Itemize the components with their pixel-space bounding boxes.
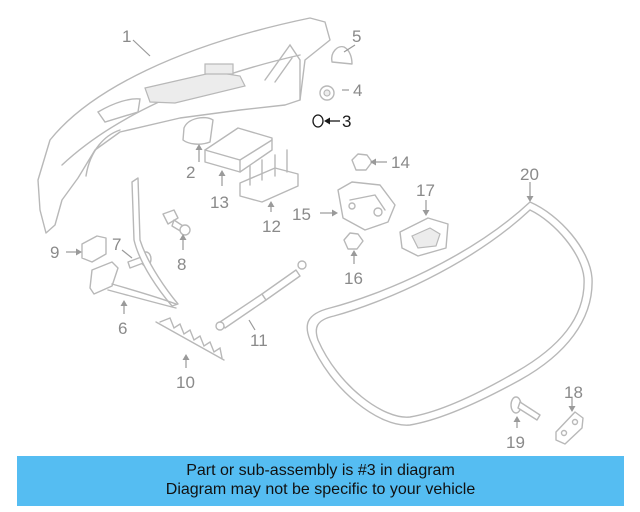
info-banner: Part or sub-assembly is #3 in diagram Di… [17,456,624,506]
latch-bracket-part [239,149,299,203]
callout-6: 6 [118,319,127,338]
callout-4: 4 [353,81,362,100]
hinge-arm-part [89,177,179,309]
callout-9: 9 [50,243,59,262]
trunk-lid-part [37,17,331,234]
callout-11: 11 [250,331,268,350]
callout-7: 7 [112,235,121,254]
nut-lower-part [343,232,364,250]
callout-18: 18 [564,383,583,402]
striker-part [555,411,584,445]
trunk-latch-part [337,181,396,231]
callout-14: 14 [391,153,410,172]
callout-8: 8 [177,255,186,274]
weatherstrip-part [306,201,593,426]
callout-2: 2 [186,163,195,182]
callout-5: 5 [352,27,361,46]
handle-cap-part [182,116,214,145]
callout-10: 10 [176,373,195,392]
bolt-upper-part [162,209,191,236]
callout-20: 20 [520,165,539,184]
bumper-part [330,45,353,65]
spring-part [155,317,225,361]
gas-strut-part [215,260,307,331]
bolt-part [510,396,541,421]
callout-12: 12 [262,217,281,236]
callout-13: 13 [210,193,229,212]
striker-cover-part [399,217,449,257]
parts-diagram: 1 5 4 3 2 13 12 14 15 16 17 20 9 7 6 8 1… [37,17,593,452]
banner-part-line: Part or sub-assembly is #3 in diagram [186,462,455,479]
clip-part [81,235,107,263]
callout-16: 16 [344,269,363,288]
o-ring-part [312,114,340,128]
callout-labels: 1 5 4 3 2 13 12 14 15 16 17 20 9 7 6 8 1… [50,27,583,452]
callout-19: 19 [506,433,525,452]
leader-lines [66,39,576,428]
banner-disclaimer-line: Diagram may not be specific to your vehi… [165,481,476,498]
callout-15: 15 [292,205,311,224]
washer-part [319,85,335,101]
callout-3: 3 [342,112,351,131]
callout-1: 1 [122,27,131,46]
switch-housing-part [204,127,273,173]
callout-17: 17 [416,181,435,200]
nut-part [351,153,373,171]
